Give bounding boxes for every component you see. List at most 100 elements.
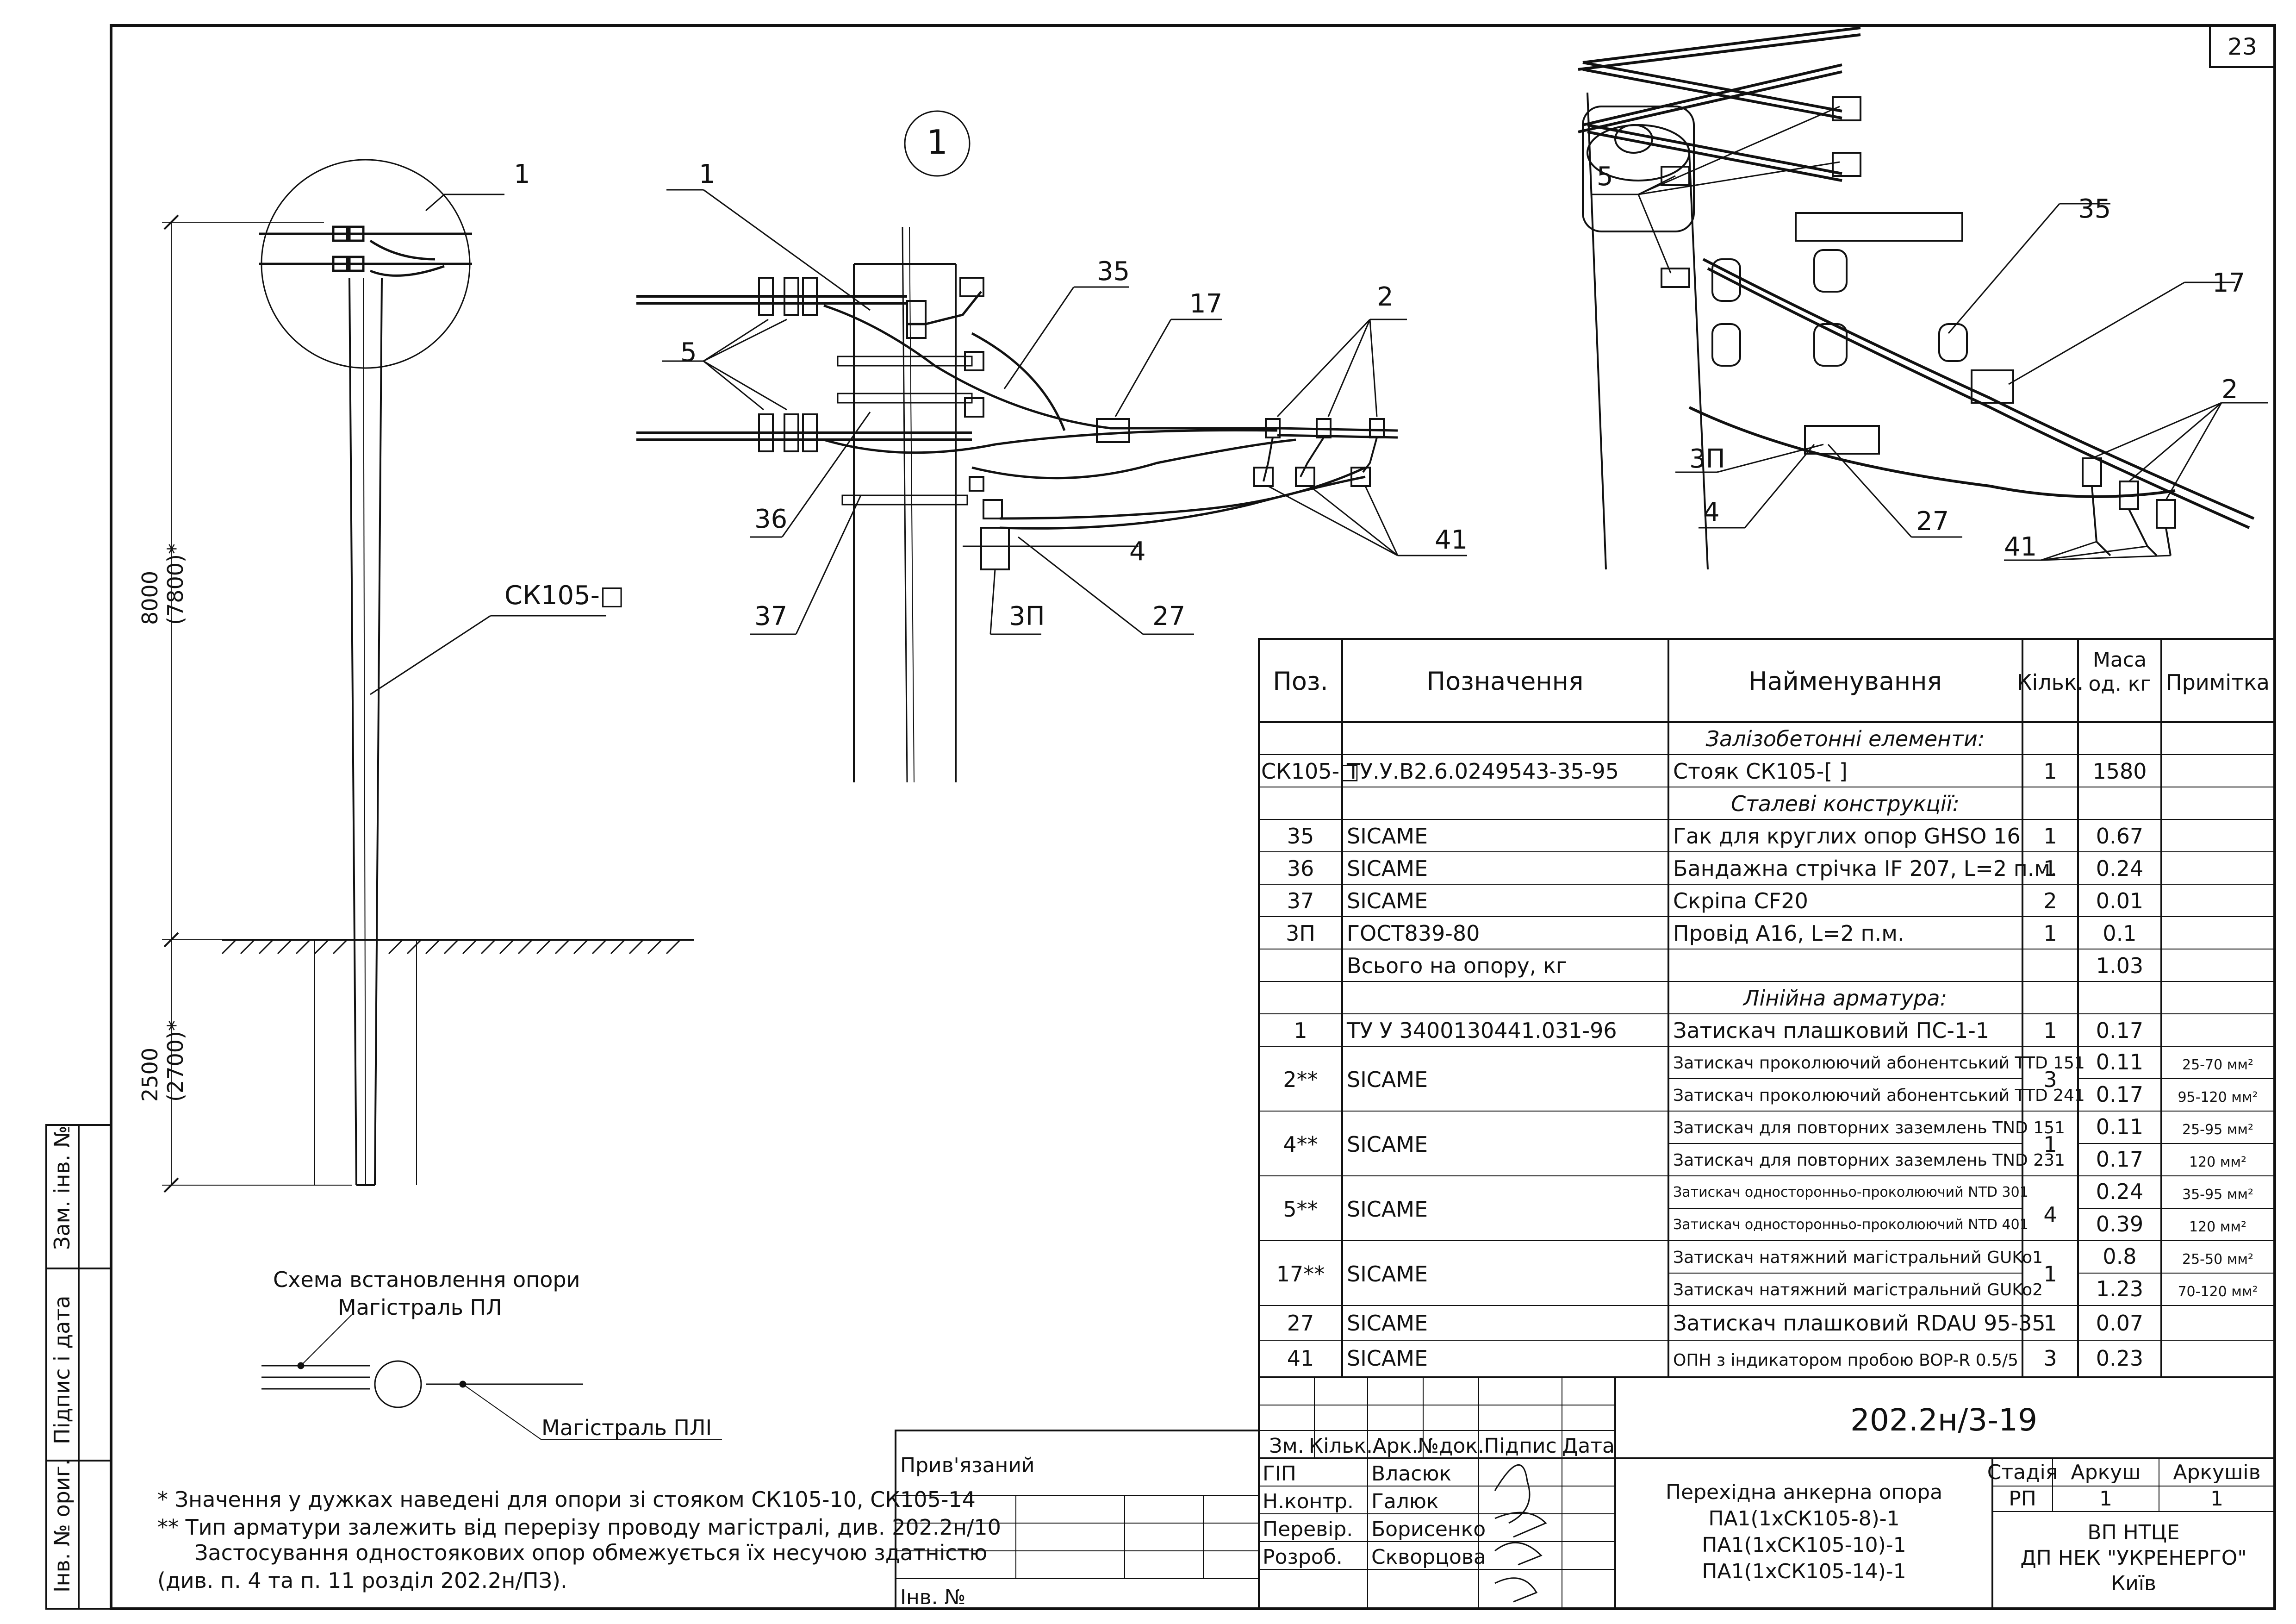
callout-4: 4 xyxy=(1129,537,1146,567)
side-stamps xyxy=(45,1124,112,1610)
tb-head-doc: №док. xyxy=(1418,1434,1484,1458)
callout-35: 35 xyxy=(1097,256,1130,287)
bom-row-qty: 1 xyxy=(2043,1018,2057,1043)
pole-type-label: СК105-□ xyxy=(504,581,624,611)
tb-title-line: ПА1(1хСК105-14)-1 xyxy=(1702,1560,1906,1583)
stamp-replace-inv: Зам. інв. № xyxy=(50,1125,75,1250)
iso-callout-27: 27 xyxy=(1916,506,1949,537)
bom-header-mass-wrap: Маса од. кг xyxy=(2088,648,2151,696)
iso-callout-17: 17 xyxy=(2212,268,2245,298)
sheet-number: 23 xyxy=(2228,33,2257,60)
bom-row-name: Гак для круглих опор GHSO 16 xyxy=(1673,824,2021,849)
bom-row-code: SICAME xyxy=(1347,1346,1428,1371)
bom-header-mass: Маса од. кг xyxy=(2088,648,2151,696)
bom-group-code: SICAME xyxy=(1347,1132,1428,1157)
iso-callout-3p: 3П xyxy=(1689,444,1725,474)
callout-37: 37 xyxy=(754,601,787,631)
tb-title-line: Перехідна анкерна опора xyxy=(1666,1480,1942,1504)
bom-total-label: Всього на опору, кг xyxy=(1347,953,1567,978)
callout-2: 2 xyxy=(1377,282,1394,312)
bom-group-item-name: Затискач натяжний магістральний GUKo1 xyxy=(1673,1248,2043,1267)
bom-row-name: Затискач плашковий RDAU 95-35 xyxy=(1673,1311,2046,1336)
callout-17: 17 xyxy=(1189,289,1222,319)
bom-group-item-mass: 0.17 xyxy=(2096,1147,2143,1172)
bom-row-mass: 0.07 xyxy=(2096,1311,2143,1336)
tb-role: ГІП xyxy=(1263,1462,1296,1486)
bom-section-concrete: Залізобетонні елементи: xyxy=(1706,726,1985,751)
bom-total-mass: 1.03 xyxy=(2096,953,2143,978)
bom-group-item-note: 95-120 мм² xyxy=(2178,1089,2258,1106)
bom-group-code: SICAME xyxy=(1347,1262,1428,1287)
bom-group-item-note: 120 мм² xyxy=(2189,1154,2246,1170)
sheet-number-box xyxy=(2209,25,2276,68)
callout-3p: 3П xyxy=(1009,601,1045,631)
bom-row-name: Затискач плашковий ПС-1-1 xyxy=(1673,1018,1989,1043)
tb-person: Власюк xyxy=(1371,1462,1451,1486)
iso-callout-5: 5 xyxy=(1597,162,1613,192)
tb-inv: Інв. № xyxy=(900,1586,965,1609)
iso-callout-35: 35 xyxy=(2078,194,2111,224)
bom-header-name: Найменування xyxy=(1748,667,1942,696)
tb-sheet: 1 xyxy=(2099,1487,2112,1511)
bom-row-name: Провід А16, L=2 п.м. xyxy=(1673,921,1904,946)
tb-org-line: Київ xyxy=(2111,1572,2156,1595)
bom-row-code: SICAME xyxy=(1347,856,1428,881)
bom-row-name: ОПН з індикатором пробою BOP-R 0.5/5 xyxy=(1673,1351,2018,1370)
bom-row-pos: 41 xyxy=(1287,1346,1314,1371)
bom-row-code: SICAME xyxy=(1347,1311,1428,1336)
bom-row-code: SICAME xyxy=(1347,824,1428,849)
note-2: ** Тип арматури залежить від перерізу пр… xyxy=(157,1515,1001,1540)
callout-41: 41 xyxy=(1435,525,1468,555)
iso-callout-2: 2 xyxy=(2221,375,2238,405)
tb-stage: РП xyxy=(2009,1487,2036,1511)
bom-row-code: ТУ У 3400130441.031-96 xyxy=(1346,1018,1617,1043)
tb-doc-code: 202.2н/3-19 xyxy=(1850,1402,2037,1438)
bom-group-item-note: 70-120 мм² xyxy=(2178,1284,2258,1300)
tb-title-line: ПА1(1хСК105-8)-1 xyxy=(1708,1507,1899,1530)
iso-callout-4: 4 xyxy=(1703,497,1720,527)
bom-row-mass: 0.23 xyxy=(2096,1346,2143,1371)
bom-row-qty: 1 xyxy=(2043,1311,2057,1336)
bom-header-code: Позначення xyxy=(1427,667,1584,696)
bom-row-qty: 3 xyxy=(2043,1346,2057,1371)
bom-group-item-mass: 0.8 xyxy=(2103,1244,2136,1269)
bom-row-mass: 1580 xyxy=(2092,759,2147,784)
bom-row-qty: 1 xyxy=(2043,824,2057,849)
bom-group-item-note: 25-50 мм² xyxy=(2182,1251,2253,1268)
bom-group-pos: 17** xyxy=(1276,1262,1325,1287)
tb-head-sheet: Арк. xyxy=(1373,1434,1419,1458)
bom-group-item-mass: 0.11 xyxy=(2096,1049,2143,1074)
tb-head-date: Дата xyxy=(1562,1434,1615,1458)
bom-group-item-name: Затискач проколюючий абонентський TTD 15… xyxy=(1673,1054,2085,1073)
tb-org-line: ВП НТЦЕ xyxy=(2087,1521,2179,1544)
detail-1-view xyxy=(636,110,1467,783)
tb-person: Скворцова xyxy=(1371,1545,1486,1569)
bom-group-item-note: 120 мм² xyxy=(2189,1219,2246,1235)
bom-row-code: ГОСТ839-80 xyxy=(1347,921,1480,946)
bom-group-qty: 4 xyxy=(2043,1202,2057,1227)
bom-row-qty: 2 xyxy=(2043,888,2057,913)
bom-group-item-mass: 1.23 xyxy=(2096,1276,2143,1301)
bom-row-code: SICAME xyxy=(1347,888,1428,913)
bom-row-name: Бандажна стрічка IF 207, L=2 п.м. xyxy=(1673,856,2057,881)
detail-marker: 1 xyxy=(927,123,948,162)
bom-group-item-note: 35-95 мм² xyxy=(2182,1187,2253,1203)
tb-head-qty: Кільк. xyxy=(1309,1434,1373,1458)
note-4: (див. п. 4 та п. 11 розділ 202.2н/ПЗ). xyxy=(157,1568,567,1593)
bom-row-mass: 0.01 xyxy=(2096,888,2143,913)
tb-attached: Прив'язаний xyxy=(900,1454,1034,1477)
title-block-grid xyxy=(895,1376,2276,1610)
bom-row-pos: СК105-□ xyxy=(1261,759,1360,784)
bom-row-qty: 1 xyxy=(2043,921,2057,946)
bom-group-item-name: Затискач односторонньо-проколюючий NTD 3… xyxy=(1673,1184,2028,1200)
stamp-orig-inv: Інв. № ориг. xyxy=(50,1459,75,1593)
bom-row-code: ТУ.У.В2.6.0249543-35-95 xyxy=(1346,759,1619,784)
iso-callout-41: 41 xyxy=(2004,532,2037,562)
bom-group-item-mass: 0.17 xyxy=(2096,1082,2143,1107)
bom-group-item-name: Затискач для повторних заземлень TND 151 xyxy=(1673,1118,2065,1137)
bom-row-name: Стояк СК105-[ ] xyxy=(1673,759,1848,784)
isometric-view xyxy=(1578,26,2268,570)
tb-person: Борисенко xyxy=(1371,1518,1486,1541)
bom-group-item-name: Затискач односторонньо-проколюючий NTD 4… xyxy=(1673,1217,2028,1233)
bom-group-item-name: Затискач проколюючий абонентський TTD 24… xyxy=(1673,1086,2085,1105)
